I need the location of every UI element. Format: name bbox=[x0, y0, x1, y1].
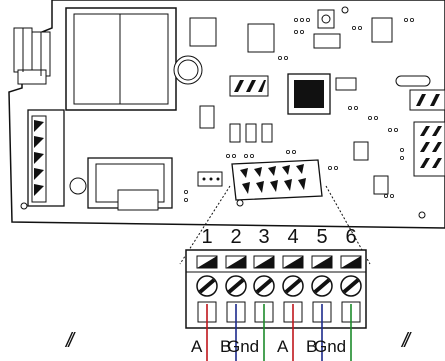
screw-slot bbox=[227, 278, 245, 294]
terminal-block-zoomed bbox=[185, 249, 367, 329]
fuse-holders bbox=[13, 27, 51, 85]
mount-hole bbox=[418, 211, 426, 219]
screw-slot bbox=[342, 278, 360, 294]
wire-label: A bbox=[191, 337, 203, 356]
terminal-number: 1 bbox=[201, 226, 213, 248]
mount-hole bbox=[341, 6, 349, 14]
terminal-slot-marking bbox=[254, 256, 274, 268]
screw-slot bbox=[198, 278, 216, 294]
screw-slot bbox=[313, 278, 331, 294]
terminal-number: 3 bbox=[258, 226, 270, 248]
screw-slot bbox=[284, 278, 302, 294]
terminal-number: 6 bbox=[345, 226, 357, 248]
terminal-slot-marking bbox=[197, 256, 217, 268]
mount-hole bbox=[20, 202, 28, 210]
terminal-number: 2 bbox=[230, 226, 242, 248]
screw-slot bbox=[255, 278, 273, 294]
wire-label: Gnd bbox=[314, 337, 347, 356]
relay bbox=[87, 157, 173, 211]
terminal-slot-marking bbox=[341, 256, 361, 268]
microcontroller bbox=[287, 73, 331, 115]
right-terminals bbox=[409, 89, 445, 177]
hatch-mark-left: // bbox=[66, 330, 74, 352]
terminal-slot-marking bbox=[226, 256, 246, 268]
wire-label: A bbox=[277, 337, 289, 356]
terminal-slot-marking bbox=[283, 256, 303, 268]
board-terminal-block bbox=[231, 159, 323, 201]
small-connectors bbox=[189, 17, 275, 97]
wire-label: B bbox=[306, 337, 318, 356]
terminal-number: 4 bbox=[287, 226, 299, 248]
zoom-line-right bbox=[325, 185, 371, 265]
terminal-number: 5 bbox=[316, 226, 328, 248]
terminal-slot-marking bbox=[312, 256, 332, 268]
left-screw-terminal bbox=[27, 109, 65, 207]
transformer bbox=[65, 7, 177, 111]
wire-label: Gnd bbox=[227, 337, 260, 356]
wire-label: B bbox=[220, 337, 232, 356]
hatch-mark-right: // bbox=[402, 330, 410, 352]
